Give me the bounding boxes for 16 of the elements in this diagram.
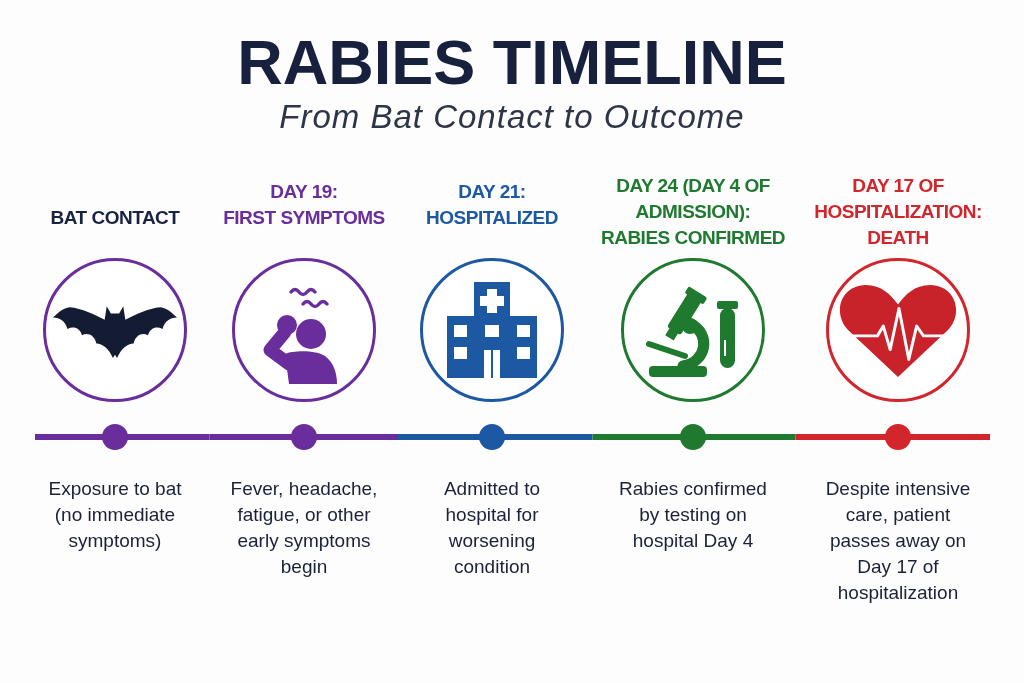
page-subtitle: From Bat Contact to Outcome: [279, 100, 745, 133]
stage-description: Exposure to bat (no immediate symptoms): [47, 477, 183, 553]
stage-title: RABIES CONFIRMED: [600, 226, 786, 250]
stage-title: BAT CONTACT: [50, 206, 180, 230]
stage-date: DAY 19:: [270, 180, 338, 204]
page-title: RABIES TIMELINE: [237, 31, 787, 94]
stage-date: DAY 17 OF HOSPITALIZATION:: [813, 174, 983, 224]
stage-description: Fever, headache, fatigue, or other early symptoms begin: [229, 477, 379, 579]
stage-title: HOSPITALIZED: [426, 206, 558, 230]
stage-date: DAY 21:: [458, 180, 526, 204]
stage-title: DEATH: [867, 226, 929, 250]
stage-description: Despite intensive care, patient passes away on Day 17 of hospitalization: [824, 477, 972, 605]
stage-description: Admitted to hospital for worsening condition: [442, 477, 542, 579]
stage-description: Rabies confirmed by testing on hospital Day 4: [618, 477, 768, 553]
stage-title: FIRST SYMPTOMS: [223, 206, 385, 230]
stage-date: DAY 24 (DAY 4 OF ADMISSION):: [615, 174, 771, 224]
